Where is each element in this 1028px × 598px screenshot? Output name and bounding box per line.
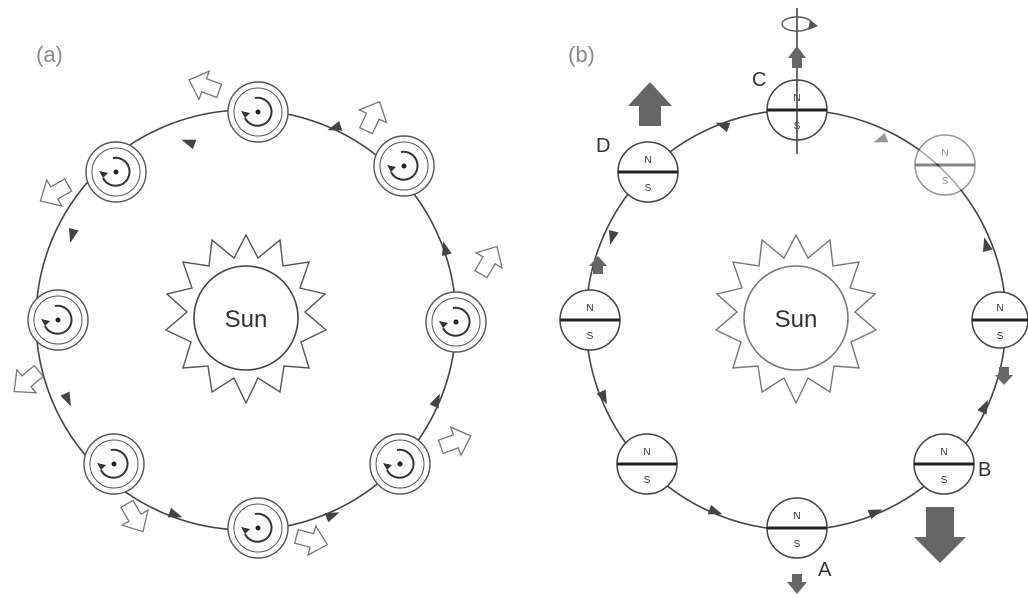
particle: N S	[971, 291, 1028, 349]
panel-a-orbit-arrow	[324, 512, 340, 523]
panel-a-sun-disk	[193, 265, 299, 371]
particle: N S	[914, 134, 976, 196]
panel-b-orbit-arrow	[715, 122, 731, 133]
south-pole-label: S	[644, 475, 651, 486]
panel-a-label: (a)	[36, 42, 63, 67]
panel-b-orbit-arrow	[707, 504, 723, 515]
point-label-d: D	[596, 135, 610, 157]
panel-b-sun-label: Sun	[775, 306, 818, 333]
panel-b-orbit-arrow	[873, 132, 889, 143]
panel-a-particle	[85, 141, 147, 203]
south-pole-label: S	[997, 331, 1004, 342]
force-arrow-down	[914, 507, 966, 563]
panel-a-orbit-arrow	[429, 393, 440, 409]
panel-b-orbit-arrow	[596, 389, 607, 405]
panel-a-spin-arrow	[474, 245, 503, 279]
panel-a-particle	[227, 497, 289, 559]
panel-a-particle	[27, 289, 89, 351]
panel-a-orbit-arrow	[181, 139, 197, 150]
panel-b-sun-disk	[743, 265, 849, 371]
north-pole-label: N	[644, 155, 651, 166]
south-pole-label: S	[645, 183, 652, 194]
panel-a-particle	[227, 81, 289, 143]
south-pole-label: S	[942, 176, 949, 187]
force-arrow-up	[628, 82, 672, 126]
panel-a-spin-arrow	[39, 178, 73, 207]
north-pole-label: N	[941, 148, 948, 159]
north-pole-label: N	[586, 303, 593, 314]
particle-a: N S	[766, 497, 828, 559]
panel-a-spin-arrow	[357, 100, 388, 135]
force-arrow-down	[995, 367, 1013, 385]
panel-b-label: (b)	[568, 42, 595, 67]
force-arrow-up	[589, 256, 607, 274]
panel-a-orbit-arrow	[327, 121, 343, 131]
panel-a-spin-arrow	[293, 524, 329, 557]
panel-a-sun-label: Sun	[225, 306, 268, 333]
panel-b-orbit-arrow	[608, 229, 619, 245]
point-label-b: B	[978, 459, 991, 481]
point-label-a: A	[818, 559, 832, 581]
north-pole-label: N	[996, 303, 1003, 314]
panel-a-spin-arrow	[13, 364, 45, 394]
particle-b: N S	[913, 433, 975, 495]
force-arrow-down	[787, 574, 807, 594]
panel-b-orbit-arrow	[977, 399, 988, 415]
panel-a-spin-arrow	[120, 499, 149, 533]
particle: N S	[559, 289, 621, 351]
north-pole-label: N	[643, 447, 650, 458]
panel-b: (b) Sun N S N S N	[559, 8, 1028, 594]
panel-a-orbit-arrow	[60, 391, 71, 407]
panel-a-particle	[83, 433, 145, 495]
panel-a-orbit-arrow	[167, 507, 183, 518]
north-pole-label: N	[793, 511, 800, 522]
panel-a-orbit-arrow	[68, 227, 79, 243]
panel-a: (a) Sun	[13, 42, 503, 559]
panel-a-particle	[369, 433, 431, 495]
south-pole-label: S	[587, 331, 594, 342]
panel-a-particle	[373, 135, 435, 197]
spin-rotation-arrowhead	[808, 20, 818, 30]
south-pole-label: S	[794, 539, 801, 550]
point-label-c: C	[752, 69, 766, 91]
panel-a-spin-arrow	[188, 70, 223, 102]
particle: N S	[616, 433, 678, 495]
particle-d: N S	[617, 141, 679, 203]
south-pole-label: S	[941, 475, 948, 486]
panel-b-orbit-arrow	[867, 509, 883, 520]
panel-a-orbit-arrow	[441, 241, 452, 257]
north-pole-label: N	[940, 447, 947, 458]
panel-a-particle	[425, 291, 487, 353]
force-arrow-up	[788, 46, 806, 68]
panel-b-orbit-arrow	[982, 237, 993, 253]
panel-a-spin-arrow	[437, 426, 472, 458]
